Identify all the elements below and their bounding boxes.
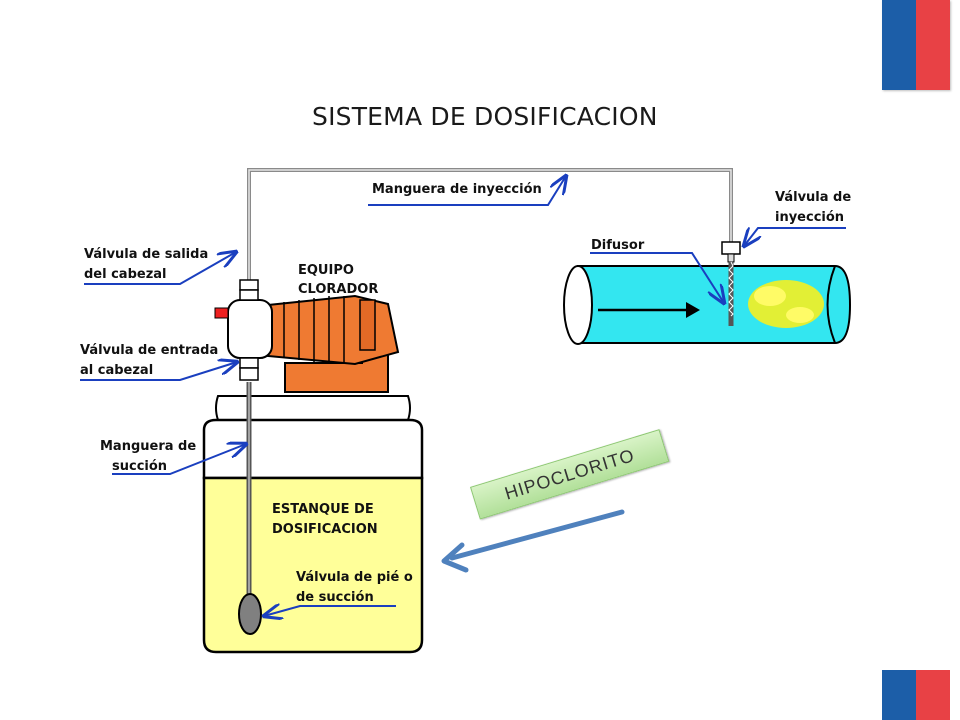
label-suction-hose-line2: succión [112,459,168,474]
label-injection-valve-line1: Válvula de [775,190,852,205]
label-outlet-valve-line2: del cabezal [84,267,167,282]
leader-injection-hose [368,176,566,206]
label-inlet-valve-line1: Válvula de entrada [80,343,219,358]
flag-red-band [916,0,950,90]
flag-blue-band [882,0,916,90]
flag-mark-bottom [882,670,950,720]
label-inlet-valve-line2: al cabezal [80,363,154,378]
label-pump-line2: CLORADOR [298,282,379,297]
label-tank-line2: DOSIFICACION [272,522,378,537]
leader-injection-valve [744,228,846,246]
leader-foot-valve [264,606,396,616]
leader-diffuser [590,252,724,303]
flag-red-band [916,670,950,720]
label-diffuser: Difusor [591,238,645,253]
injection-valve [721,241,741,255]
leader-lines [80,176,846,616]
label-injection-valve-line2: inyección [775,210,845,225]
foot-valve [238,593,262,635]
hipoclorito-arrow [449,509,625,561]
flag-mark-top [882,0,950,90]
leader-outlet-valve [84,252,236,285]
flag-blue-band [882,670,916,720]
chlorinator-pump [214,279,400,393]
label-tank-line1: ESTANQUE DE [272,502,374,517]
label-outlet-valve-line1: Válvula de salida [84,247,209,262]
leader-inlet-valve [80,362,237,381]
label-foot-valve-line2: de succión [296,590,374,605]
tank-cap [215,395,411,421]
label-injection-hose: Manguera de inyección [372,182,542,197]
slide-title: SISTEMA DE DOSIFICACION [312,102,658,131]
label-foot-valve-line1: Válvula de pié o [296,570,413,585]
label-suction-hose-line1: Manguera de [100,439,197,454]
leader-suction-hose [112,444,246,475]
label-pump-line1: EQUIPO [298,263,354,278]
